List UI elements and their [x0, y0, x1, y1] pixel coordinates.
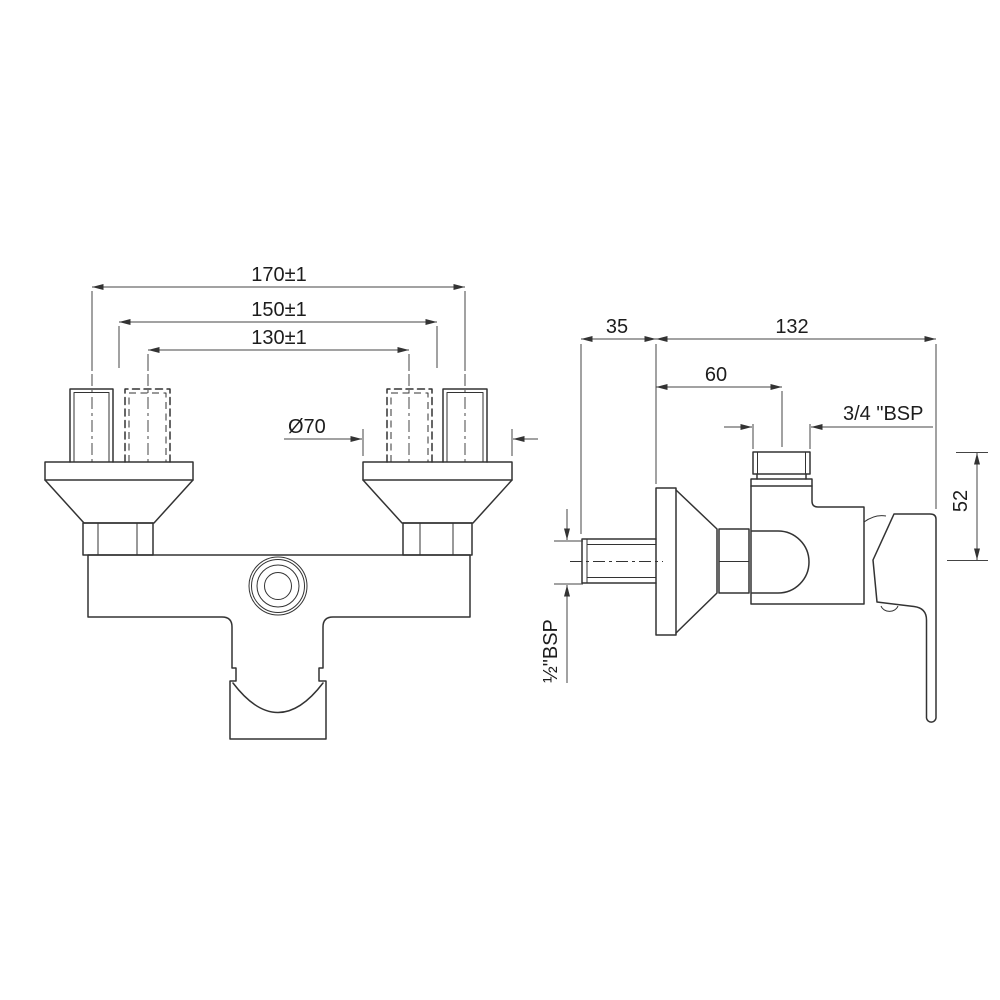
lever-handle [863, 513, 937, 723]
hex-nut-right [402, 522, 473, 556]
dim-text-dia70: Ø70 [288, 416, 326, 438]
cartridge-boss [248, 556, 308, 616]
pipe-centerlines [91, 374, 466, 465]
side-view: 35 132 60 3/4 "BSP 52 ½"BSP [540, 316, 988, 723]
hex-nut-side [718, 528, 750, 594]
inlet-pipe-left-solid [69, 388, 114, 463]
dim-text-34bsp: 3/4 "BSP [843, 403, 923, 425]
side-view-dimensions: 35 132 60 3/4 "BSP 52 ½"BSP [540, 316, 988, 683]
dim-text-52: 52 [950, 490, 972, 512]
outlet-nipple [750, 451, 813, 487]
dim-text-12bsp: ½"BSP [540, 619, 562, 683]
mixer-body-front [87, 554, 471, 740]
dim-text-170: 170±1 [251, 264, 306, 286]
mixer-body-side [750, 485, 865, 605]
inlet-pipe-side [570, 538, 663, 584]
hex-nut-left [82, 522, 154, 556]
dim-text-35: 35 [606, 316, 628, 338]
dim-text-132: 132 [775, 316, 808, 338]
front-view-dimensions: 170±1 150±1 130±1 Ø70 [91, 264, 538, 456]
front-view: 170±1 150±1 130±1 Ø70 [44, 264, 538, 740]
wall-flange-side [655, 487, 677, 636]
dim-text-150: 150±1 [251, 299, 306, 321]
valve-dome [751, 530, 810, 594]
inlet-pipe-right-hidden [386, 388, 433, 463]
dim-text-130: 130±1 [251, 327, 306, 349]
handle-set-screw [880, 605, 899, 612]
escutcheon-flange-left [44, 461, 194, 524]
dim-text-60: 60 [705, 364, 727, 386]
escutcheon-flange-right [362, 461, 513, 524]
escutcheon-cone-side [675, 489, 718, 634]
inlet-pipe-left-hidden [124, 388, 171, 463]
spout-outlet-arc [232, 682, 324, 714]
